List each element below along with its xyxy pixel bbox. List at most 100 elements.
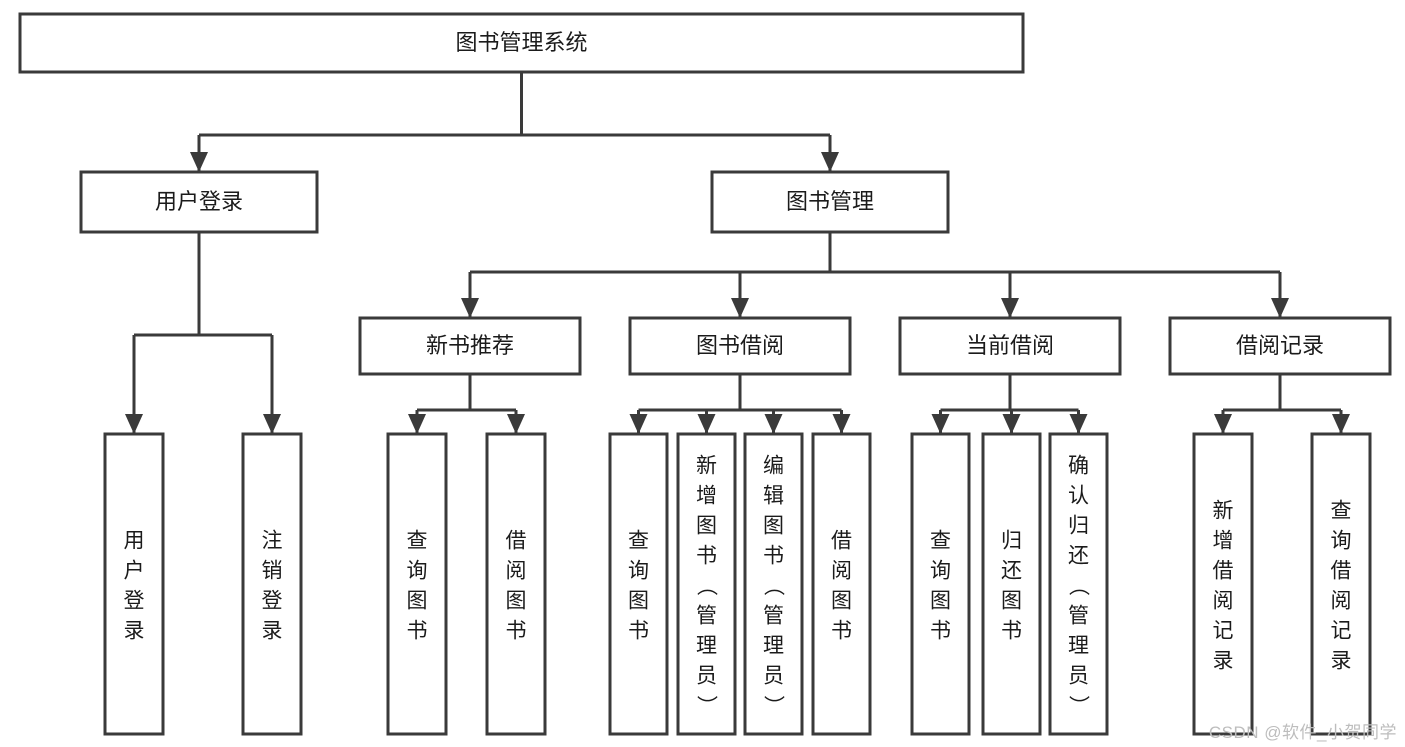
- svg-text:认: 认: [1068, 484, 1089, 507]
- svg-text:图: 图: [930, 589, 951, 612]
- node-box-leaf-user-logout[interactable]: [241, 432, 303, 736]
- node-label-current-borrow: 当前借阅: [966, 333, 1054, 358]
- svg-text:书: 书: [628, 619, 649, 642]
- arrow-head: [629, 414, 648, 434]
- node-label-book-borrow: 图书借阅: [696, 333, 784, 358]
- node-box-user-login[interactable]: [79, 170, 319, 234]
- svg-text:图: 图: [506, 589, 527, 612]
- svg-text:理: 理: [1068, 634, 1089, 657]
- svg-text:）: ）: [1067, 695, 1090, 716]
- svg-text:查: 查: [1331, 499, 1352, 522]
- svg-text:图: 图: [831, 589, 852, 612]
- svg-text:户: 户: [124, 559, 145, 582]
- node-layer: 图书管理系统用户登录图书管理新书推荐图书借阅当前借阅借阅记录用户登录注销登录查询…: [18, 12, 1392, 736]
- node-label-borrow-record: 借阅记录: [1236, 333, 1324, 358]
- node-label-book-manage: 图书管理: [786, 189, 874, 214]
- node-box-leaf-borrow-book-rec[interactable]: [485, 432, 547, 736]
- svg-text:员: 员: [763, 664, 784, 687]
- svg-text:记: 记: [1331, 619, 1352, 642]
- arrow-head: [697, 414, 716, 434]
- svg-text:图: 图: [1001, 589, 1022, 612]
- svg-text:增: 增: [696, 484, 717, 507]
- svg-text:阅: 阅: [831, 559, 852, 582]
- node-box-leaf-edit-book[interactable]: [743, 432, 804, 736]
- svg-text:辑: 辑: [763, 484, 784, 507]
- node-box-leaf-query-book-cur[interactable]: [910, 432, 971, 736]
- node-box-leaf-confirm-return[interactable]: [1048, 432, 1109, 736]
- node-box-leaf-query-book-rec[interactable]: [386, 432, 448, 736]
- svg-text:询: 询: [1331, 529, 1352, 552]
- svg-text:书: 书: [407, 619, 428, 642]
- arrow-head: [507, 414, 525, 434]
- svg-text:询: 询: [628, 559, 649, 582]
- svg-text:还: 还: [1001, 559, 1022, 582]
- svg-text:归: 归: [1001, 529, 1022, 552]
- svg-text:询: 询: [930, 559, 951, 582]
- node-label-leaf-user-login: 用户登录: [124, 529, 145, 642]
- arrow-head: [408, 414, 426, 434]
- svg-text:理: 理: [696, 634, 717, 657]
- node-box-leaf-return-book[interactable]: [981, 432, 1042, 736]
- arrow-head: [190, 152, 208, 172]
- svg-text:借: 借: [1213, 559, 1234, 582]
- svg-text:书: 书: [506, 619, 527, 642]
- node-box-book-manage[interactable]: [710, 170, 950, 234]
- arrow-head: [1214, 414, 1232, 434]
- svg-text:管: 管: [1068, 604, 1089, 627]
- arrow-head: [1001, 298, 1019, 318]
- svg-text:借: 借: [1331, 559, 1352, 582]
- svg-text:（: （: [762, 575, 785, 596]
- svg-text:（: （: [695, 575, 718, 596]
- arrow-head: [461, 298, 479, 318]
- svg-text:书: 书: [763, 544, 784, 567]
- node-box-leaf-add-record[interactable]: [1192, 432, 1254, 736]
- svg-text:书: 书: [1001, 619, 1022, 642]
- svg-text:理: 理: [763, 634, 784, 657]
- node-box-current-borrow[interactable]: [898, 316, 1122, 376]
- node-box-borrow-record[interactable]: [1168, 316, 1392, 376]
- svg-text:录: 录: [262, 619, 283, 642]
- svg-text:阅: 阅: [1331, 589, 1352, 612]
- svg-text:销: 销: [262, 559, 283, 582]
- watermark-label: CSDN @软件_小贺同学: [1208, 723, 1397, 742]
- svg-text:询: 询: [407, 559, 428, 582]
- svg-text:录: 录: [1213, 649, 1234, 672]
- node-box-leaf-add-book[interactable]: [676, 432, 737, 736]
- arrow-head: [125, 414, 143, 434]
- svg-text:书: 书: [831, 619, 852, 642]
- svg-text:编: 编: [763, 454, 784, 477]
- node-box-leaf-query-book-borrow[interactable]: [608, 432, 669, 736]
- svg-text:新: 新: [696, 454, 717, 477]
- arrow-head: [931, 414, 950, 434]
- node-box-leaf-user-login[interactable]: [103, 432, 165, 736]
- svg-text:查: 查: [930, 529, 951, 552]
- svg-text:书: 书: [930, 619, 951, 642]
- svg-text:查: 查: [628, 529, 649, 552]
- svg-text:图: 图: [763, 514, 784, 537]
- node-box-root[interactable]: [18, 12, 1025, 74]
- node-box-new-book-recommend[interactable]: [358, 316, 582, 376]
- svg-text:归: 归: [1068, 514, 1089, 537]
- svg-text:借: 借: [506, 529, 527, 552]
- node-box-leaf-borrow-book[interactable]: [811, 432, 872, 736]
- svg-text:书: 书: [696, 544, 717, 567]
- node-box-leaf-query-record[interactable]: [1310, 432, 1372, 736]
- connector-layer: [125, 72, 1350, 434]
- svg-text:确: 确: [1068, 454, 1089, 477]
- node-label-root: 图书管理系统: [455, 30, 587, 55]
- svg-text:图: 图: [407, 589, 428, 612]
- node-label-user-login: 用户登录: [155, 189, 243, 214]
- node-box-book-borrow[interactable]: [628, 316, 852, 376]
- svg-text:图: 图: [696, 514, 717, 537]
